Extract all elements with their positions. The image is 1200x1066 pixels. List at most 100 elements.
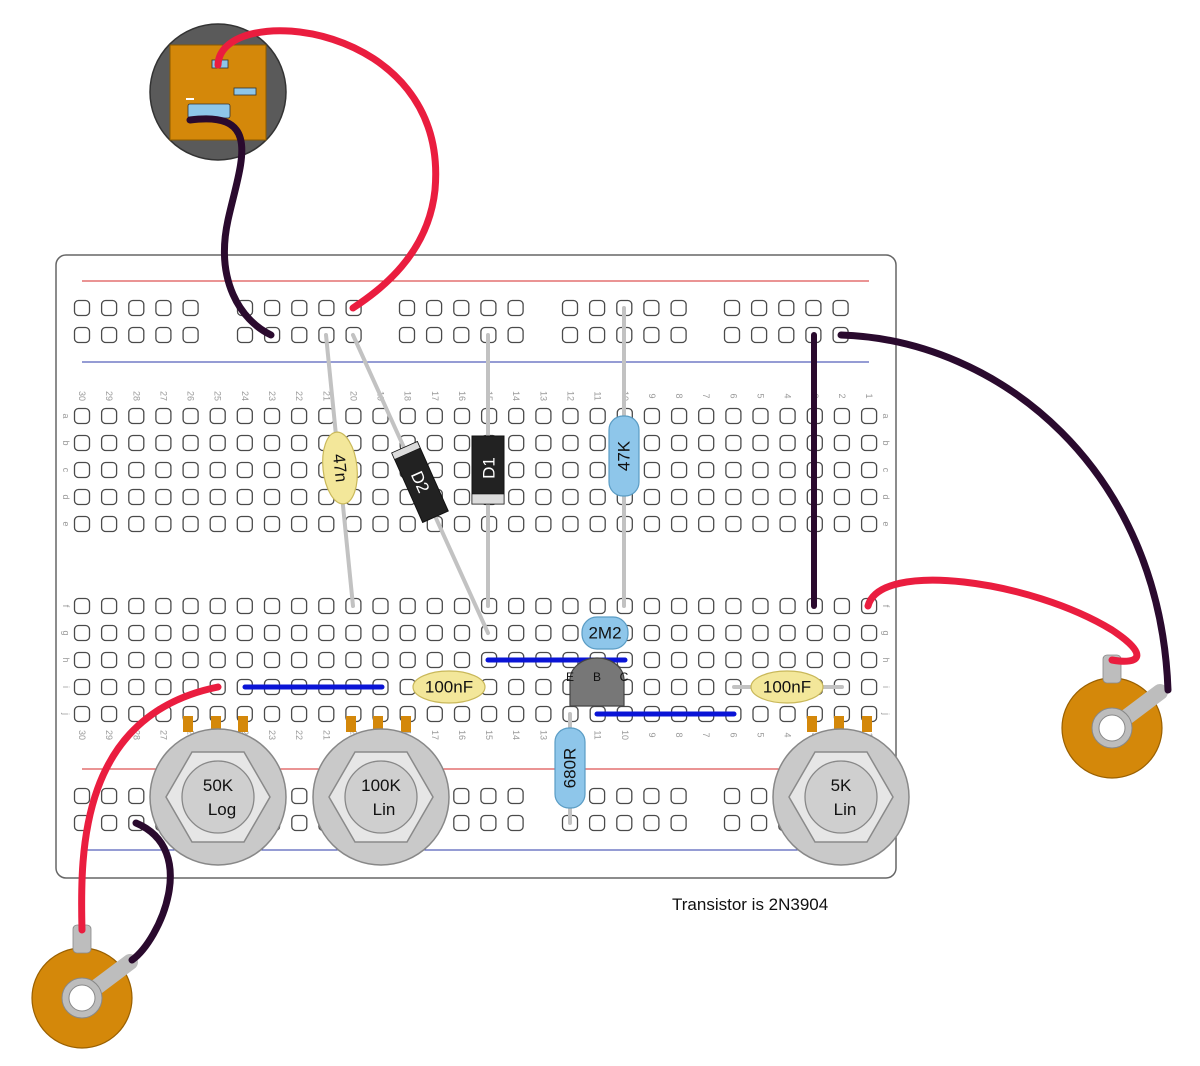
column-number: 11 bbox=[593, 391, 603, 400]
breadboard-hole bbox=[345, 407, 362, 425]
breadboard-hole bbox=[182, 651, 199, 669]
breadboard-hole bbox=[372, 651, 389, 669]
row-letter: e bbox=[61, 521, 71, 526]
breadboard-hole bbox=[399, 651, 416, 669]
breadboard-hole bbox=[860, 407, 878, 425]
diode-d1: D1 bbox=[471, 435, 505, 505]
breadboard-hole bbox=[860, 488, 878, 506]
breadboard-hole bbox=[128, 787, 145, 805]
transistor-pin-c: C bbox=[620, 670, 629, 684]
breadboard-hole bbox=[155, 407, 172, 425]
potentiometer-50k-log: 50K Log bbox=[149, 716, 287, 866]
breadboard-hole bbox=[73, 678, 91, 696]
row-letter: i bbox=[881, 686, 891, 688]
resistor-2m2: 2M2 bbox=[581, 616, 629, 650]
breadboard-hole bbox=[425, 299, 443, 317]
breadboard-hole bbox=[480, 299, 497, 317]
diode-d1-label: D1 bbox=[480, 457, 499, 479]
breadboard-hole bbox=[779, 597, 796, 615]
breadboard-hole bbox=[778, 299, 795, 317]
column-number: 2 bbox=[837, 393, 847, 398]
breadboard-hole bbox=[100, 326, 118, 344]
breadboard-hole bbox=[480, 705, 498, 723]
breadboard-hole bbox=[616, 787, 633, 805]
breadboard-hole bbox=[833, 597, 851, 615]
breadboard-hole bbox=[209, 624, 226, 642]
breadboard-hole bbox=[155, 326, 172, 344]
breadboard-hole bbox=[507, 326, 524, 344]
breadboard-hole bbox=[698, 678, 715, 696]
breadboard-hole bbox=[779, 407, 796, 425]
column-number: 29 bbox=[104, 391, 114, 401]
breadboard-hole bbox=[723, 787, 741, 805]
breadboard-hole bbox=[643, 326, 660, 344]
breadboard-hole bbox=[100, 461, 118, 479]
breadboard-hole bbox=[100, 651, 118, 669]
breadboard-hole bbox=[508, 705, 525, 723]
breadboard-hole bbox=[100, 787, 118, 805]
breadboard-hole bbox=[535, 624, 552, 642]
breadboard-hole bbox=[73, 705, 91, 723]
column-number: 17 bbox=[430, 730, 440, 740]
breadboard-hole bbox=[128, 651, 145, 669]
breadboard-hole bbox=[725, 624, 742, 642]
potentiometer-100k-lin: 100K Lin bbox=[312, 716, 450, 866]
breadboard-hole bbox=[616, 814, 633, 832]
breadboard-hole bbox=[182, 597, 199, 615]
breadboard-hole bbox=[426, 434, 443, 452]
column-number: 13 bbox=[538, 730, 548, 740]
breadboard-hole bbox=[779, 624, 796, 642]
breadboard-hole bbox=[100, 597, 118, 615]
breadboard-hole bbox=[588, 814, 606, 832]
breadboard-hole bbox=[589, 515, 606, 533]
breadboard-hole bbox=[561, 299, 579, 317]
breadboard-hole bbox=[725, 515, 742, 533]
column-number: 16 bbox=[457, 730, 467, 740]
breadboard-hole bbox=[155, 515, 172, 533]
breadboard-hole bbox=[182, 407, 199, 425]
breadboard-hole bbox=[535, 705, 552, 723]
breadboard-hole bbox=[128, 461, 145, 479]
breadboard-hole bbox=[209, 407, 226, 425]
row-letter: a bbox=[881, 413, 891, 418]
breadboard-hole bbox=[155, 651, 172, 669]
breadboard-hole bbox=[73, 407, 91, 425]
capacitor-100nf-a-label: 100nF bbox=[425, 678, 473, 697]
breadboard-hole bbox=[535, 515, 552, 533]
breadboard-hole bbox=[318, 624, 335, 642]
column-number: 7 bbox=[701, 393, 711, 398]
breadboard-hole bbox=[507, 787, 524, 805]
row-letter: j bbox=[61, 712, 71, 715]
breadboard-hole bbox=[372, 488, 389, 506]
breadboard-hole bbox=[209, 488, 226, 506]
column-number: 20 bbox=[348, 391, 358, 401]
breadboard-hole bbox=[507, 299, 524, 317]
breadboard-hole bbox=[670, 326, 687, 344]
breadboard-hole bbox=[643, 407, 661, 425]
breadboard-hole bbox=[535, 461, 552, 479]
breadboard-hole bbox=[453, 434, 471, 452]
breadboard-hole bbox=[833, 515, 851, 533]
breadboard-hole bbox=[128, 407, 145, 425]
breadboard-hole bbox=[562, 624, 579, 642]
breadboard-hole bbox=[100, 407, 118, 425]
breadboard-hole bbox=[290, 515, 308, 533]
row-letter: h bbox=[61, 657, 71, 662]
breadboard-hole bbox=[779, 488, 796, 506]
breadboard-hole bbox=[508, 515, 525, 533]
transistor-2n3904: E B C bbox=[566, 657, 629, 707]
breadboard-hole bbox=[209, 651, 226, 669]
breadboard-hole bbox=[806, 651, 823, 669]
breadboard-hole bbox=[752, 651, 769, 669]
breadboard-hole bbox=[698, 515, 715, 533]
breadboard-hole bbox=[345, 651, 362, 669]
row-letter: h bbox=[881, 657, 891, 662]
breadboard-hole bbox=[73, 787, 91, 805]
breadboard-hole bbox=[453, 597, 471, 615]
breadboard-hole bbox=[263, 515, 281, 533]
breadboard-hole bbox=[128, 488, 145, 506]
row-letter: d bbox=[61, 494, 71, 499]
breadboard-hole bbox=[561, 326, 579, 344]
breadboard-hole bbox=[453, 299, 470, 317]
breadboard-hole bbox=[508, 407, 525, 425]
